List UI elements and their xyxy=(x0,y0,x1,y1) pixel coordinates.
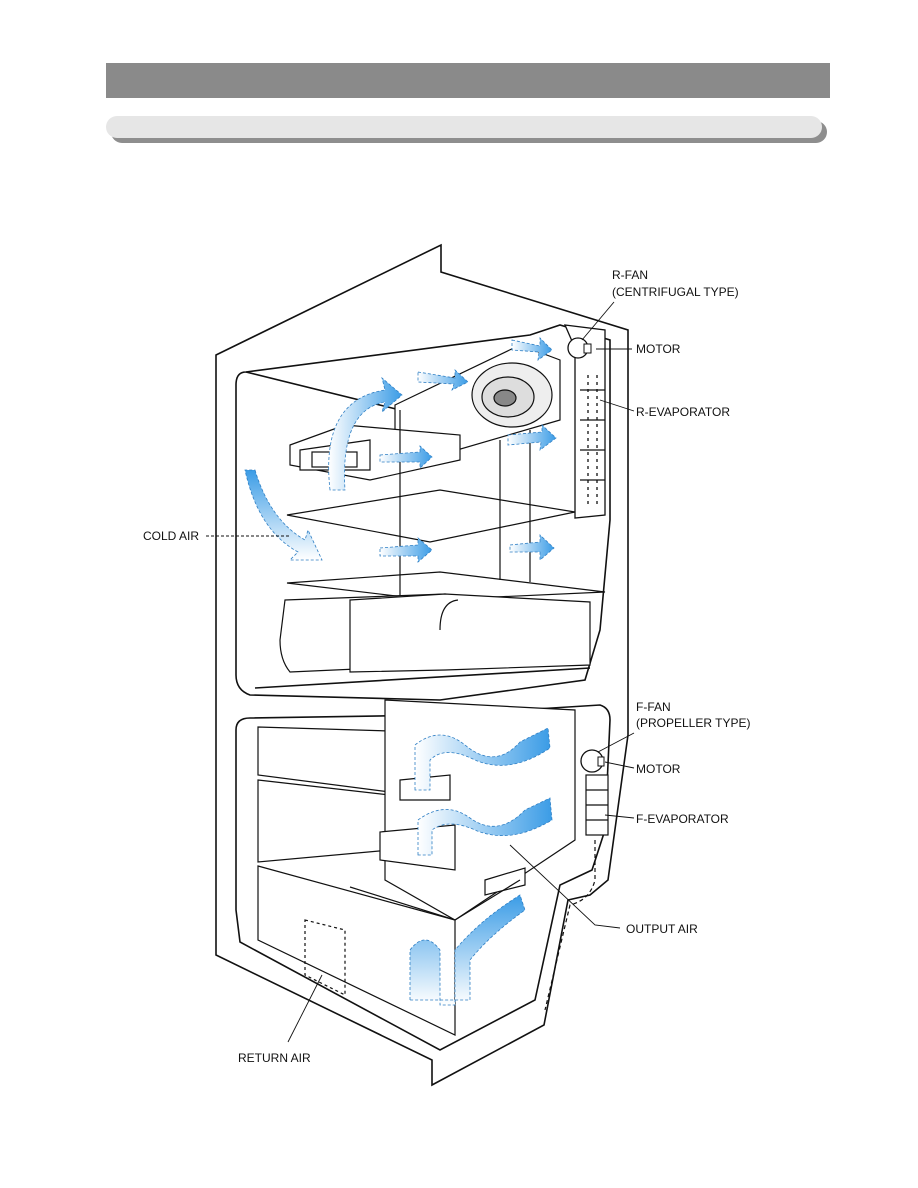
label-f-evaporator: F-EVAPORATOR xyxy=(636,812,729,826)
label-return-air: RETURN AIR xyxy=(238,1051,311,1065)
label-output-air: OUTPUT AIR xyxy=(626,922,698,936)
section-header-bar xyxy=(106,63,830,98)
fridge-shelves xyxy=(286,410,606,650)
label-r-evaporator: R-EVAPORATOR xyxy=(636,405,730,419)
label-cold-air: COLD AIR xyxy=(143,529,199,543)
leader-lines xyxy=(206,301,635,1043)
crisper-drawers xyxy=(279,593,591,673)
label-f-fan-type: (PROPELLER TYPE) xyxy=(636,716,750,730)
diagram-labels: R-FAN (CENTRIFUGAL TYPE) MOTOR R-EVAPORA… xyxy=(143,268,750,1065)
airflow-arrows xyxy=(244,337,557,1006)
label-r-fan-type: (CENTRIFUGAL TYPE) xyxy=(612,285,739,299)
r-fan-motor xyxy=(583,343,592,354)
label-motor-top: MOTOR xyxy=(636,342,681,356)
label-motor-bottom: MOTOR xyxy=(636,762,681,776)
subsection-header-bar xyxy=(106,116,822,138)
f-evaporator xyxy=(544,774,609,1011)
label-f-fan: F-FAN xyxy=(636,700,671,714)
f-fan-motor xyxy=(597,756,605,767)
label-r-fan: R-FAN xyxy=(612,268,648,282)
